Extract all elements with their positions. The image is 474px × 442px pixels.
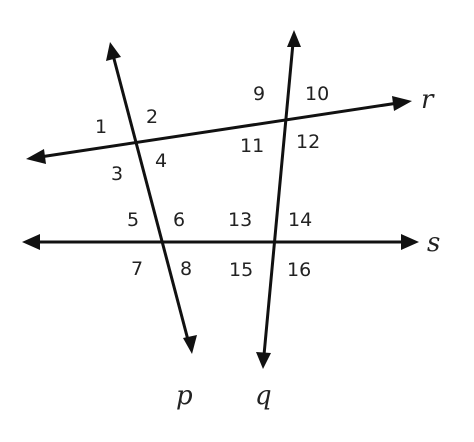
- arrowhead-icon: [26, 149, 46, 164]
- line-label-q: q: [255, 381, 272, 411]
- line-q: [256, 30, 301, 369]
- angle-label-9: 9: [253, 83, 265, 105]
- angle-label-8: 8: [180, 258, 192, 280]
- angle-label-15: 15: [229, 259, 253, 281]
- angle-label-3: 3: [111, 163, 123, 185]
- line-s: [22, 234, 419, 250]
- line-label-s: s: [427, 228, 440, 258]
- line-label-r: r: [421, 85, 435, 115]
- angle-label-4: 4: [155, 150, 167, 172]
- angle-label-2: 2: [146, 106, 158, 128]
- angle-label-11: 11: [240, 135, 264, 157]
- arrowhead-icon: [183, 335, 197, 354]
- angle-label-7: 7: [131, 258, 143, 280]
- angle-label-6: 6: [173, 209, 185, 231]
- arrowhead-icon: [106, 42, 121, 61]
- arrowhead-icon: [287, 30, 301, 47]
- angle-label-14: 14: [288, 209, 312, 231]
- arrowhead-icon: [22, 234, 40, 250]
- angle-label-10: 10: [305, 83, 329, 105]
- angle-label-5: 5: [127, 209, 139, 231]
- line-label-p: p: [176, 381, 193, 411]
- arrowhead-icon: [256, 352, 271, 369]
- arrowhead-icon: [401, 234, 419, 250]
- angle-label-16: 16: [287, 259, 311, 281]
- angle-label-1: 1: [95, 116, 107, 138]
- angle-label-12: 12: [296, 131, 320, 153]
- line-r: [26, 96, 412, 164]
- line-p: [106, 42, 197, 354]
- arrowhead-icon: [392, 96, 412, 111]
- angle-label-13: 13: [228, 209, 252, 231]
